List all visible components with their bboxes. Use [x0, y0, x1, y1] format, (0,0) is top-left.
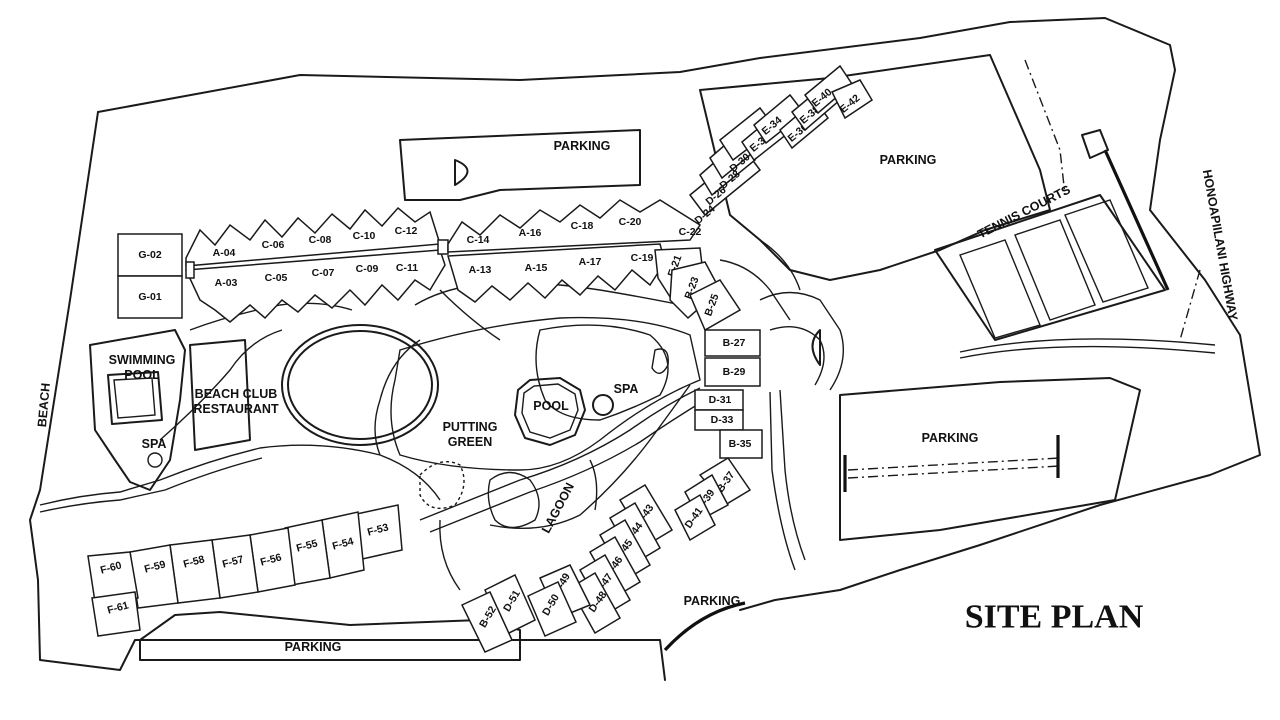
unit-c05: C-05	[265, 272, 288, 284]
unit-a17: A-17	[579, 256, 602, 268]
unit-b27: B-27	[723, 337, 746, 349]
unit-c10: C-10	[353, 230, 376, 242]
unit-f59: F-59	[143, 558, 167, 575]
label-parking-east: PARKING	[922, 431, 979, 445]
unit-c22: C-22	[679, 226, 702, 238]
label-putting-green-line1: PUTTING	[443, 420, 498, 434]
unit-c06: C-06	[262, 239, 285, 251]
unit-a03: A-03	[215, 277, 238, 289]
site-features	[89, 316, 701, 529]
unit-f54: F-54	[331, 535, 355, 552]
unit-c18: C-18	[571, 220, 594, 232]
label-putting-green-line2: GREEN	[448, 435, 492, 449]
label-parking-southeast: PARKING	[684, 594, 741, 608]
label-lagoon: LAGOON	[539, 480, 577, 535]
label-parking-south: PARKING	[285, 640, 342, 654]
label-parking-north: PARKING	[554, 139, 611, 153]
unit-b35: B-35	[729, 438, 752, 450]
unit-a15: A-15	[525, 262, 548, 274]
label-swimming-pool-line1: SWIMMING	[109, 353, 176, 367]
unit-c09: C-09	[356, 263, 379, 275]
unit-a16: A-16	[519, 227, 542, 239]
unit-buildings: G-02 G-01 A-04 C-06 C-08 C-10 C-12 A-03 …	[87, 64, 874, 653]
unit-f61: F-61	[106, 599, 130, 616]
unit-d33: D-33	[711, 414, 734, 426]
unit-c19: C-19	[631, 252, 654, 264]
label-parking-northeast: PARKING	[880, 153, 937, 167]
unit-f56: F-56	[259, 551, 283, 568]
parking-lots	[139, 54, 1141, 661]
unit-a13: A-13	[469, 264, 492, 276]
label-spa-center: SPA	[614, 382, 639, 396]
label-swimming-pool-line2: POOL	[124, 368, 160, 382]
label-highway: HONOAPIILANI HIGHWAY	[1200, 168, 1240, 322]
tennis-courts	[934, 59, 1201, 341]
unit-f55: F-55	[295, 537, 319, 554]
unit-c08: C-08	[309, 234, 332, 246]
site-plan-title: SITE PLAN	[965, 599, 1144, 636]
unit-b29: B-29	[723, 366, 746, 378]
property-boundary	[29, 17, 1261, 681]
unit-c14: C-14	[467, 234, 490, 246]
label-beach-club-line1: BEACH CLUB	[195, 387, 278, 401]
unit-g02: G-02	[138, 249, 162, 261]
label-pool: POOL	[533, 399, 569, 413]
unit-c12: C-12	[395, 225, 418, 237]
label-spa-west: SPA	[142, 437, 167, 451]
unit-a04: A-04	[213, 247, 236, 259]
unit-f53: F-53	[366, 521, 390, 538]
unit-c11: C-11	[396, 262, 418, 274]
unit-f58: F-58	[182, 553, 206, 570]
unit-f60: F-60	[99, 559, 123, 576]
unit-f57: F-57	[221, 553, 245, 570]
unit-c20: C-20	[619, 216, 642, 228]
unit-c07: C-07	[312, 267, 335, 279]
label-beach: BEACH	[35, 382, 53, 428]
label-beach-club-line2: RESTAURANT	[193, 402, 279, 416]
unit-d31: D-31	[709, 394, 732, 406]
unit-g01: G-01	[138, 291, 162, 303]
